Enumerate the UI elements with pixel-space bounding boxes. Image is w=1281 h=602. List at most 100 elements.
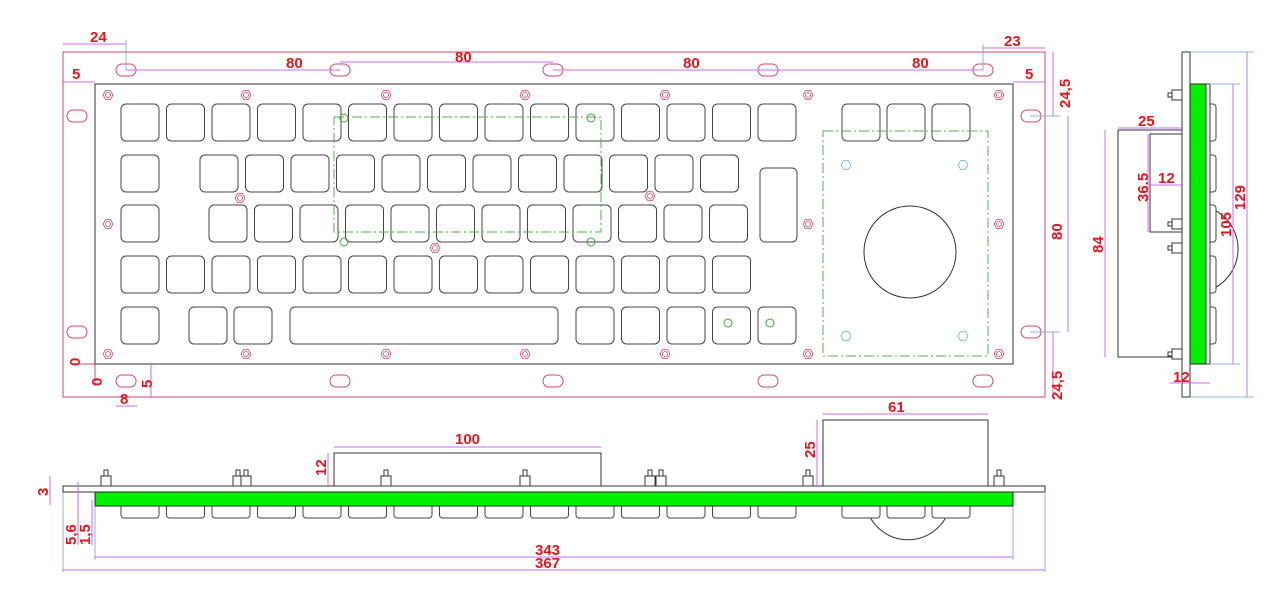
- nut-hole: [432, 245, 438, 251]
- dim-label: 61: [888, 399, 905, 416]
- keyboard-keys: [120, 103, 971, 345]
- dim-label: 8: [120, 391, 128, 408]
- stud-tip: [1167, 351, 1173, 357]
- side-bezel: [1205, 83, 1211, 365]
- key: [575, 103, 615, 142]
- key: [211, 255, 251, 294]
- dim-label: 25: [1138, 113, 1155, 130]
- nut-icon: [102, 349, 114, 359]
- nut-icon: [659, 349, 671, 359]
- key: [530, 103, 569, 142]
- key: [348, 255, 387, 294]
- nut-hole: [662, 351, 668, 357]
- dim-label: 80: [1049, 223, 1066, 240]
- dim-label: 24,5: [1049, 371, 1066, 400]
- stud-tip: [805, 469, 811, 477]
- key: [481, 204, 521, 243]
- stud: [240, 475, 252, 487]
- side-pcb: [1189, 83, 1207, 365]
- trackball-outline-dashed: [822, 130, 989, 357]
- nut-icon: [802, 90, 814, 100]
- key: [345, 204, 384, 243]
- dim-label: 24,5: [1057, 79, 1074, 108]
- key: [348, 103, 387, 142]
- key: [621, 306, 660, 345]
- nut-icon: [957, 160, 969, 170]
- stud-tip: [647, 469, 653, 477]
- nut-icon: [993, 219, 1005, 229]
- panel-nuts: [102, 90, 1005, 359]
- nut-icon: [102, 219, 114, 229]
- dim-label: 5: [139, 380, 156, 388]
- stud: [519, 475, 531, 487]
- nut-hole: [522, 92, 528, 98]
- nut-icon: [840, 160, 852, 170]
- key: [757, 103, 797, 142]
- dim-label: 80: [683, 55, 700, 72]
- key: [257, 103, 296, 142]
- stud: [1171, 218, 1183, 230]
- side-plate: [1181, 51, 1191, 398]
- stud: [1171, 89, 1183, 101]
- key: [609, 154, 648, 193]
- trackball-nuts: [840, 160, 969, 341]
- dim-label: 100: [455, 431, 480, 448]
- nut-icon: [802, 349, 814, 359]
- key: [188, 306, 228, 345]
- dim-label: 24: [90, 29, 107, 46]
- stud: [802, 475, 814, 487]
- key: [336, 154, 375, 193]
- stud-tip: [103, 469, 109, 477]
- dim-label: 80: [912, 55, 929, 72]
- nut-icon: [802, 219, 814, 229]
- key: [484, 103, 524, 142]
- stud: [655, 475, 667, 487]
- mounting-slot: [66, 109, 88, 123]
- key: [120, 204, 160, 243]
- nut-hole: [243, 92, 249, 98]
- nut-icon: [380, 349, 392, 359]
- key: [484, 255, 524, 294]
- dim-label: 5,6: [63, 524, 80, 545]
- key: [439, 103, 478, 142]
- key: [393, 103, 433, 142]
- key: [621, 103, 660, 142]
- nut-icon: [840, 331, 852, 341]
- key: [208, 204, 248, 243]
- dim-label: 0: [89, 378, 106, 386]
- stud-tip: [996, 469, 1002, 477]
- key: [931, 103, 971, 142]
- key: [700, 154, 739, 193]
- nut-hole: [805, 351, 811, 357]
- nut-hole: [237, 195, 243, 201]
- dim-label: 367: [535, 555, 560, 572]
- key: [120, 306, 160, 345]
- dim-label: 5: [1025, 66, 1033, 83]
- bottom-pcb: [94, 491, 1014, 507]
- nut-hole: [105, 351, 111, 357]
- dim-label: 1,5: [77, 524, 94, 545]
- key: [666, 255, 706, 294]
- stud: [1171, 348, 1183, 360]
- nut-icon: [993, 90, 1005, 100]
- nut-icon: [644, 191, 656, 201]
- side-trackball-arc: [1209, 207, 1239, 291]
- key: [302, 103, 342, 142]
- trackball-housing: [822, 419, 989, 487]
- stud-tip: [658, 469, 664, 477]
- key: [120, 154, 160, 193]
- key: [393, 255, 433, 294]
- mounting-slot: [329, 374, 351, 388]
- stud: [100, 475, 112, 487]
- nut-icon: [993, 349, 1005, 359]
- key: [666, 306, 706, 345]
- dim-label: 23: [1004, 33, 1021, 50]
- key: [527, 204, 566, 243]
- key: [439, 255, 478, 294]
- front-plate-outline: [62, 51, 1046, 398]
- dim-label: 5: [72, 66, 80, 83]
- nut-icon: [429, 243, 441, 253]
- pcb-hole: [586, 237, 596, 247]
- nut-hole: [996, 92, 1002, 98]
- dim-label: 84: [1090, 236, 1107, 253]
